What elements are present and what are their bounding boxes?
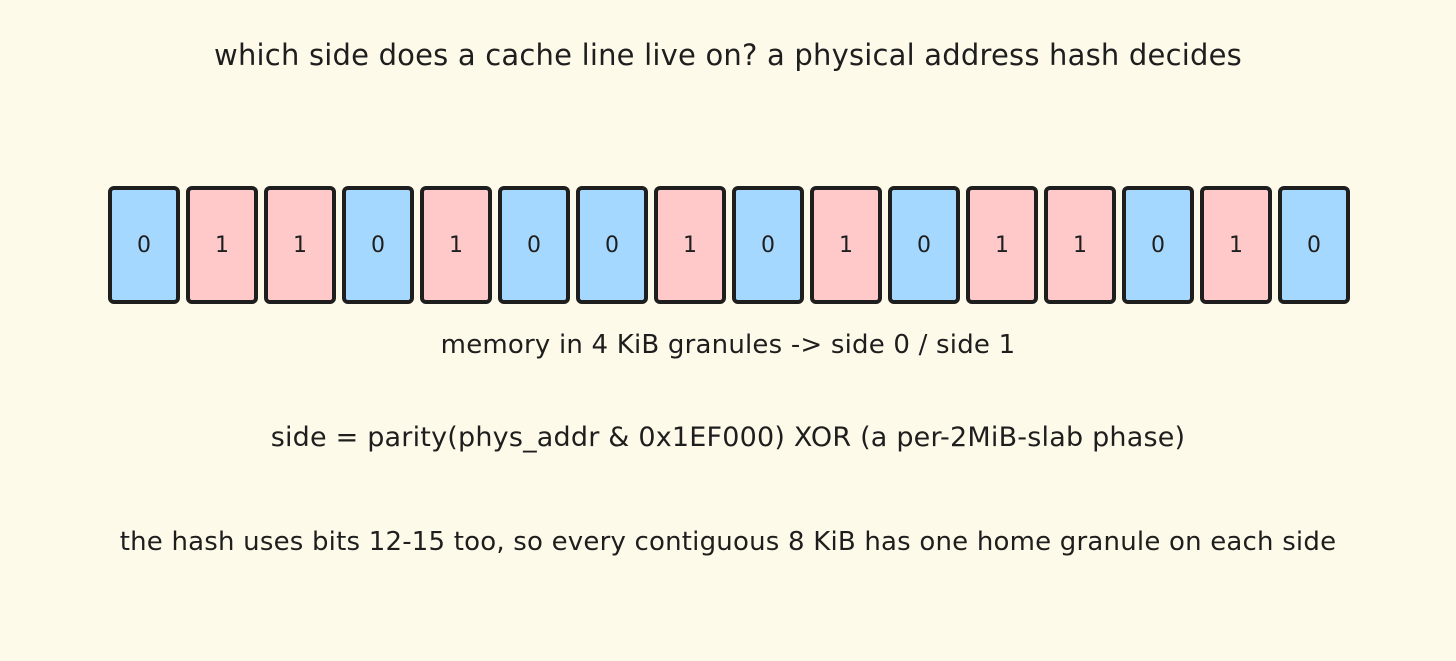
granule-box: 0: [732, 186, 804, 304]
granule-box: 1: [264, 186, 336, 304]
side-formula: side = parity(phys_addr & 0x1EF000) XOR …: [270, 422, 1186, 453]
granule-box: 0: [1278, 186, 1350, 304]
granule-box: 1: [1200, 186, 1272, 304]
granule-box: 0: [342, 186, 414, 304]
granule-box: 1: [654, 186, 726, 304]
granule-box: 1: [420, 186, 492, 304]
granule-box: 1: [1044, 186, 1116, 304]
granule-box: 0: [888, 186, 960, 304]
granule-box: 1: [186, 186, 258, 304]
hash-note: the hash uses bits 12-15 too, so every c…: [119, 527, 1337, 557]
diagram-title: which side does a cache line live on? a …: [214, 38, 1242, 72]
granule-caption: memory in 4 KiB granules -> side 0 / sid…: [440, 330, 1016, 360]
granule-box: 1: [810, 186, 882, 304]
granule-box: 1: [966, 186, 1038, 304]
granule-box: 0: [1122, 186, 1194, 304]
granule-box: 0: [108, 186, 180, 304]
granule-box: 0: [576, 186, 648, 304]
granule-box: 0: [498, 186, 570, 304]
